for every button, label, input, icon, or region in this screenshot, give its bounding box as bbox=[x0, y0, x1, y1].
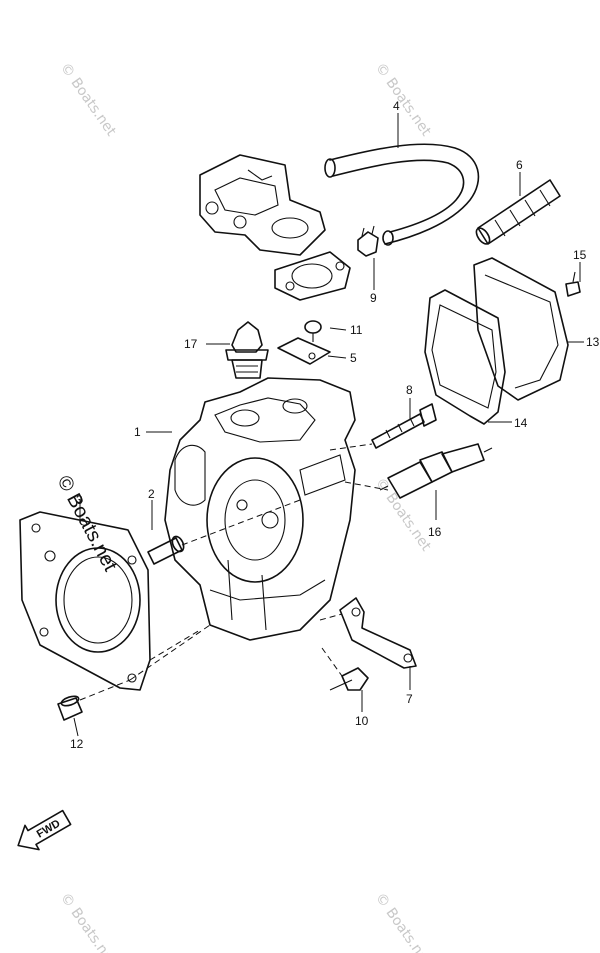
head-cover-part-13 bbox=[473, 257, 569, 401]
callout-7: 7 bbox=[406, 692, 413, 706]
clip-part-9 bbox=[357, 225, 379, 257]
callout-13: 13 bbox=[586, 335, 600, 349]
dowel-pin-part-2 bbox=[147, 535, 185, 565]
leader-lines bbox=[73, 113, 584, 737]
callout-9: 9 bbox=[370, 291, 377, 305]
callout-17: 17 bbox=[184, 337, 198, 351]
callout-6: 6 bbox=[516, 158, 523, 172]
fwd-arrow-icon: FWD bbox=[17, 809, 72, 851]
alignment-lines bbox=[79, 443, 389, 701]
callout-8: 8 bbox=[406, 383, 413, 397]
bolt-part-15 bbox=[565, 271, 581, 297]
callout-15: 15 bbox=[573, 248, 587, 262]
plate-part-5 bbox=[277, 337, 331, 365]
callout-10: 10 bbox=[355, 714, 369, 728]
screw-part-11 bbox=[304, 320, 322, 342]
callout-numbers: 4 6 9 15 13 14 11 5 17 1 2 3 8 16 7 10 1… bbox=[70, 99, 600, 751]
bracket-part-7 bbox=[339, 597, 417, 669]
head-gasket-part-3 bbox=[19, 511, 151, 691]
callout-14: 14 bbox=[514, 416, 528, 430]
bolt-part-10 bbox=[329, 667, 369, 691]
callout-4: 4 bbox=[393, 99, 400, 113]
callout-1: 1 bbox=[134, 425, 141, 439]
callout-3: 3 bbox=[76, 493, 83, 507]
cover-gasket-part-14 bbox=[424, 289, 506, 425]
thermostat-part-17 bbox=[225, 321, 269, 379]
cover-gasket bbox=[274, 251, 351, 301]
hose-part-4 bbox=[324, 143, 480, 246]
cylinder-head-part-1 bbox=[164, 377, 356, 641]
callout-16: 16 bbox=[428, 525, 442, 539]
sleeve-part-6 bbox=[475, 179, 561, 245]
stud-part-8 bbox=[371, 403, 437, 449]
callout-2: 2 bbox=[148, 487, 155, 501]
dowel-part-12 bbox=[57, 695, 83, 721]
thermostat-cover bbox=[199, 154, 326, 256]
spark-plug-part-16 bbox=[379, 443, 493, 499]
callout-11: 11 bbox=[350, 323, 363, 337]
callout-5: 5 bbox=[350, 351, 357, 365]
callout-12: 12 bbox=[70, 737, 84, 751]
